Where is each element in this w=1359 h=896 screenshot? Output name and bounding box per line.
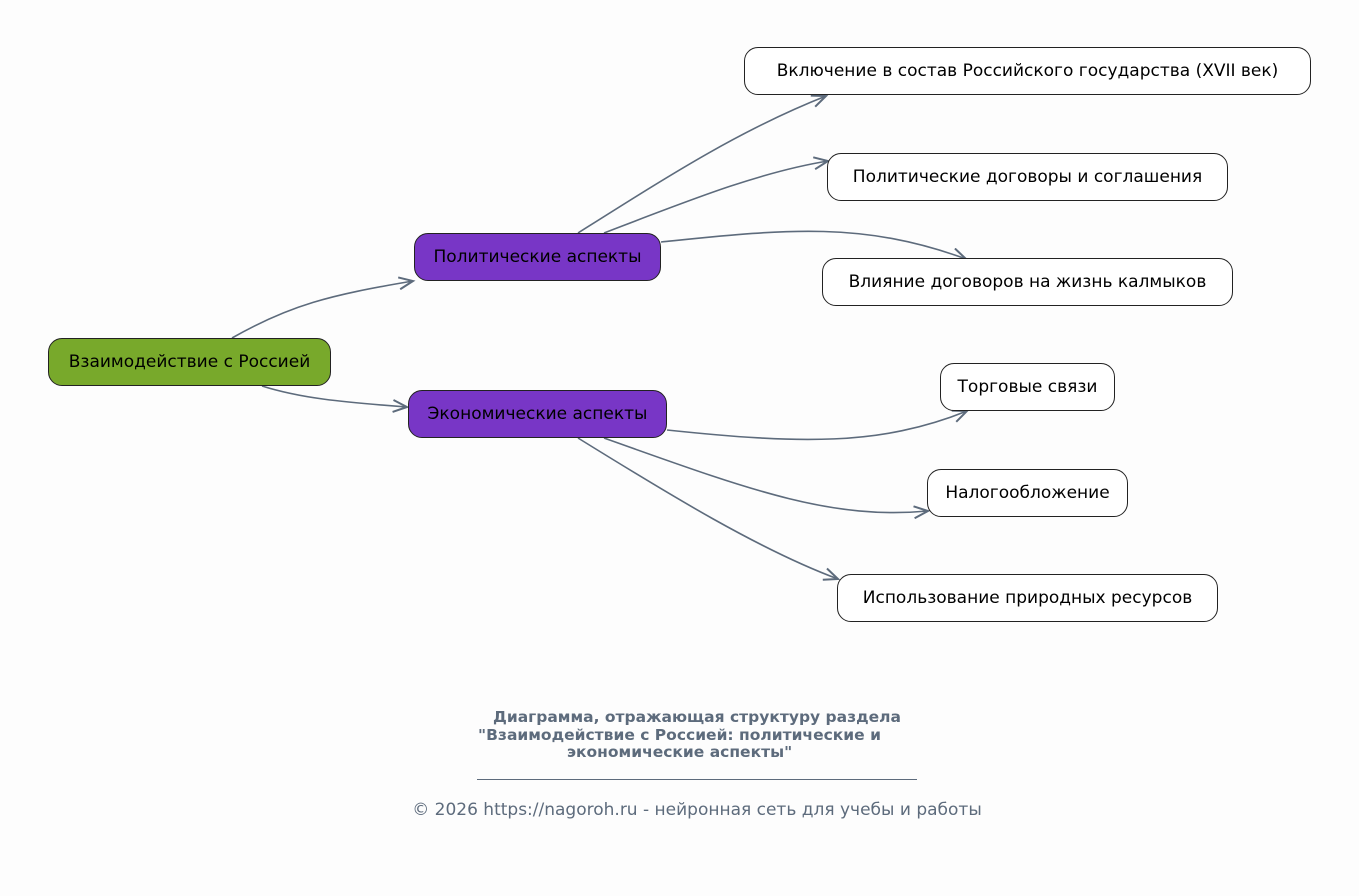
node-e1[interactable]: Торговые связи [940,363,1115,411]
node-political[interactable]: Политические аспекты [414,233,661,281]
node-p1-label: Включение в состав Российского государст… [776,61,1279,81]
edge-economic-e2 [603,437,931,520]
footer-copyright: © 2026 https://nagoroh.ru - нейронная се… [412,800,982,820]
node-root[interactable]: Взаимодействие с Россией [48,338,331,386]
caption-line-1: Диаграмма, отражающая структуру раздела [493,708,901,726]
node-political-label: Политические аспекты [433,247,642,267]
node-p2-label: Политические договоры и соглашения [852,167,1203,187]
node-e3[interactable]: Использование природных ресурсов [837,574,1218,622]
node-economic-label: Экономические аспекты [427,404,648,424]
node-p1[interactable]: Включение в состав Российского государст… [744,47,1311,95]
node-e2[interactable]: Налогообложение [927,469,1128,517]
edge-political-p3 [660,230,969,261]
edge-political-p2 [603,156,831,234]
node-e3-label: Использование природных ресурсов [862,588,1193,608]
node-p2[interactable]: Политические договоры и соглашения [827,153,1228,201]
caption-line-2: "Взаимодействие с Россией: политические … [478,726,881,744]
edge-root-economic [261,385,410,413]
edge-economic-e3 [577,437,841,581]
node-p3[interactable]: Влияние договоров на жизнь калмыков [822,258,1233,306]
edge-root-political [231,276,416,339]
edge-political-p1 [577,94,829,234]
node-e2-label: Налогообложение [945,483,1110,503]
edge-economic-e1 [666,409,970,441]
node-p3-label: Влияние договоров на жизнь калмыков [848,272,1207,292]
node-e1-label: Торговые связи [957,377,1098,397]
caption-line-3: экономические аспекты" [566,743,793,761]
node-root-label: Взаимодействие с Россией [68,352,311,372]
caption-divider [477,779,917,780]
node-economic[interactable]: Экономические аспекты [408,390,667,438]
